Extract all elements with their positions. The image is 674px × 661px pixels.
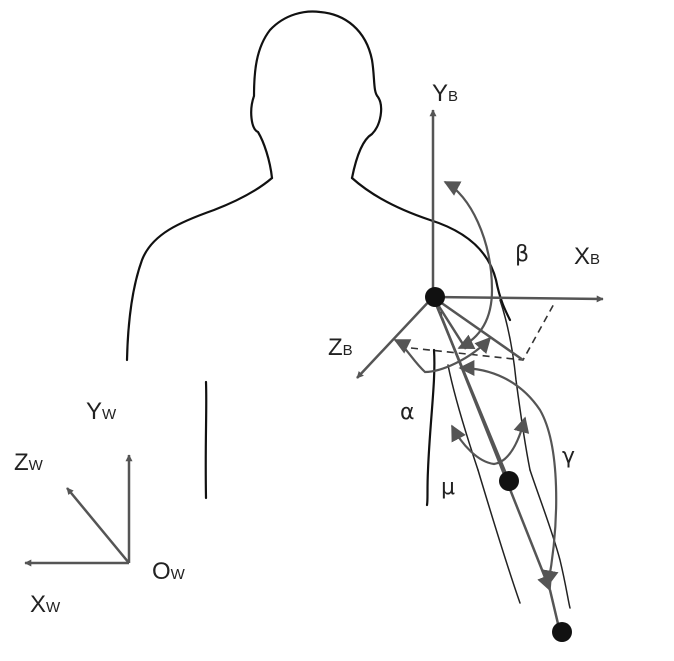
xw-label: XW [30, 591, 61, 618]
projection-dashed-lines [410, 299, 556, 361]
zb-label: ZB [328, 334, 353, 361]
neck-left-line [125, 176, 274, 362]
alpha-rotation-arrow [393, 336, 492, 374]
yb-label: YB [432, 80, 458, 107]
forearm-inner-line [477, 469, 521, 604]
zw-label: ZW [14, 449, 44, 476]
shoulder-joint [425, 287, 445, 307]
xb-axis-arrow [432, 295, 604, 303]
mu-label: μ [441, 475, 455, 500]
human-silhouette [125, 10, 571, 609]
inner-left-arm-line [204, 380, 208, 500]
world-frame [24, 454, 133, 567]
ow-label: OW [152, 558, 186, 585]
zb-axis-arrow [356, 296, 434, 379]
beta-rotation-arrow [443, 181, 494, 350]
yw-label: YW [86, 398, 117, 425]
gamma-label: γ [562, 444, 575, 469]
xb-label: XB [574, 243, 600, 270]
alpha-label: α [400, 400, 415, 425]
elbow-joint [499, 471, 519, 491]
zw-axis-arrow [66, 487, 130, 564]
forearm-arrow [440, 317, 553, 592]
head-outline [250, 10, 383, 180]
gamma-rotation-arrow [458, 360, 559, 587]
inner-torso-line [425, 348, 436, 507]
body-frame [356, 109, 604, 642]
beta-label: β [515, 242, 529, 267]
wrist-joint [552, 622, 572, 642]
wrist-segment [548, 589, 561, 629]
